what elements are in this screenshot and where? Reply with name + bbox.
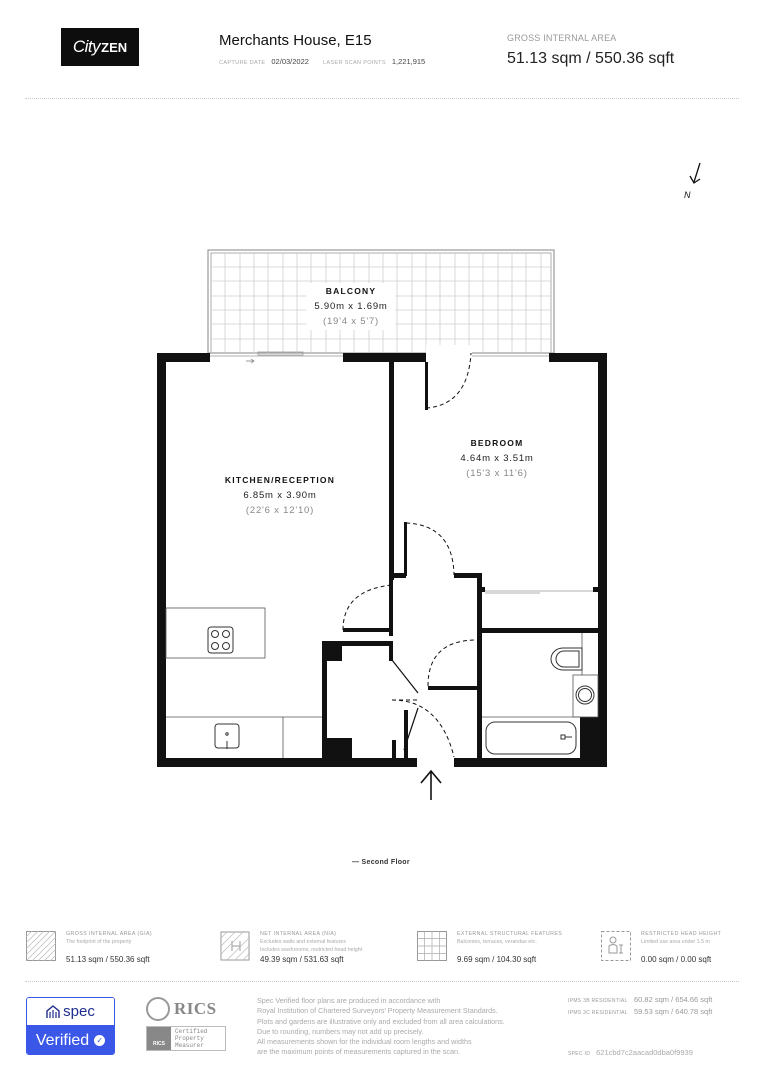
legend-title: EXTERNAL STRUCTURAL FEATURES [457, 931, 563, 937]
legend-value: 0.00 sqm / 0.00 sqft [641, 955, 712, 964]
disclaimer-line: Spec Verified floor plans are produced i… [257, 996, 441, 1005]
disclaimer-line: All measurements shown for the individua… [257, 1037, 472, 1047]
disclaimer-line: Royal Institution of Chartered Surveyors… [257, 1006, 498, 1016]
ipms-value: 60.82 sqm / 654.66 sqft [634, 995, 713, 1004]
scan-points-value: 1,221,915 [391, 57, 426, 66]
legend-desc: Excludes walls and external features [260, 939, 346, 945]
ipms-label: IPMS 3B RESIDENTIAL [568, 998, 628, 1004]
disclaimer-line: Plots and gardens are illustrative only … [257, 1016, 505, 1026]
header-divider [25, 98, 739, 99]
room-label-bedroom: BEDROOM 4.64m x 3.51m (15'3 x 11'6) [460, 438, 533, 479]
cert-line: Certified [175, 1028, 208, 1035]
legend-value: 9.69 sqm / 104.30 sqft [457, 955, 537, 964]
bath-icon [485, 721, 577, 755]
capture-date-label: CAPTURE DATE [219, 60, 266, 66]
person-height-icon [601, 931, 631, 961]
floor-label: — Second Floor [352, 859, 410, 866]
spec-verified-badge: spec Verified ✓ [26, 997, 115, 1055]
rics-small-mark: RICS [147, 1027, 171, 1050]
disclaimer-line: Due to rounding, numbers may not add up … [257, 1026, 424, 1036]
check-icon: ✓ [94, 1035, 106, 1046]
verified-label: Verified [35, 1031, 90, 1049]
legend-nia: NET INTERNAL AREA (NIA) Excludes walls a… [220, 931, 363, 964]
legend-value: 49.39 sqm / 531.63 sqft [260, 955, 344, 964]
ipms-value: 59.53 sqm / 640.78 sqft [634, 1007, 713, 1016]
sink-icon [214, 723, 240, 749]
hatched-plan-icon [220, 931, 250, 961]
legend-restricted: RESTRICTED HEAD HEIGHT Limited use area … [601, 931, 722, 964]
rics-lion-icon [146, 997, 170, 1021]
property-title: Merchants House, E15 [219, 32, 372, 49]
gia-label: GROSS INTERNAL AREA [507, 33, 617, 43]
gia-value: 51.13 sqm / 550.36 sqft [507, 50, 675, 67]
legend-desc: Limited use area under 1.5 m [641, 939, 710, 945]
room-metric: 4.64m x 3.51m [460, 453, 534, 464]
logo-zen-text: ZEN [101, 39, 128, 55]
disclaimer-line: are the maximum points of measurements c… [257, 1047, 460, 1057]
room-label-kitchen-reception: KITCHEN/RECEPTION 6.85m x 3.90m (22'6 x … [225, 475, 335, 516]
room-imperial: (15'3 x 11'6) [466, 468, 528, 479]
legend-title: GROSS INTERNAL AREA (GIA) [66, 931, 153, 937]
room-name: KITCHEN/RECEPTION [224, 475, 336, 485]
room-imperial: (19'4 x 5'7) [322, 316, 379, 327]
rics-logo: RICS RICS Certified Property Measurer [146, 997, 226, 1055]
north-label: N [684, 190, 691, 200]
legend-gia: GROSS INTERNAL AREA (GIA) The footprint … [26, 931, 153, 964]
legend-external: EXTERNAL STRUCTURAL FEATURES Balconies, … [417, 931, 563, 964]
logo-city-text: City [72, 37, 101, 56]
rics-certified-badge: RICS Certified Property Measurer [146, 1026, 226, 1051]
cert-line: Measurer [175, 1041, 204, 1049]
hatched-square-icon [26, 931, 56, 961]
door-swings [342, 352, 478, 758]
basin-icon [575, 685, 595, 705]
legend-value: 51.13 sqm / 550.36 sqft [66, 955, 150, 964]
room-metric: 6.85m x 3.90m [243, 490, 317, 501]
spec-id: SPEC ID 621cbd7c2aacad0dba0f9939 [568, 1048, 693, 1057]
floorplan: N [157, 162, 701, 800]
walls [157, 353, 607, 767]
grid-square-icon [417, 931, 447, 961]
hob-icon [207, 626, 234, 654]
spec-id-label: SPEC ID [568, 1051, 591, 1057]
room-label-balcony: BALCONY 5.90m x 1.69m (19'4 x 5'7) [306, 283, 396, 330]
legend-desc: The footprint of the property [66, 939, 132, 945]
capture-date-value: 02/03/2022 [271, 57, 309, 66]
spec-label: spec [63, 1003, 95, 1020]
legend-desc: Includes washrooms, restricted head heig… [260, 946, 363, 953]
toilet-icon [550, 647, 583, 671]
cert-line: Property [175, 1034, 204, 1042]
footer-divider [25, 981, 739, 982]
ipms-measurements: IPMS 3B RESIDENTIAL 60.82 sqm / 654.66 s… [568, 995, 712, 1019]
spec-id-value: 621cbd7c2aacad0dba0f9939 [596, 1048, 693, 1057]
spec-house-icon [46, 1004, 60, 1018]
room-name: BALCONY [325, 286, 377, 296]
disclaimer-text: Spec Verified floor plans are produced i… [257, 996, 505, 1058]
room-name: BEDROOM [470, 438, 524, 448]
legend-desc: Balconies, terraces, verandas etc. [457, 939, 537, 945]
legend-title: NET INTERNAL AREA (NIA) [260, 931, 337, 937]
scan-points-label: LASER SCAN POINTS [322, 60, 386, 66]
room-metric: 5.90m x 1.69m [314, 301, 388, 312]
capture-meta: CAPTURE DATE 02/03/2022 LASER SCAN POINT… [219, 57, 433, 66]
legend-title: RESTRICTED HEAD HEIGHT [641, 931, 722, 937]
entrance-arrow-icon [420, 769, 442, 800]
ipms-label: IPMS 3C RESIDENTIAL [568, 1010, 628, 1016]
north-arrow-icon [689, 162, 701, 184]
room-imperial: (22'6 x 12'10) [245, 505, 315, 516]
rics-wordmark: RICS [174, 999, 217, 1018]
